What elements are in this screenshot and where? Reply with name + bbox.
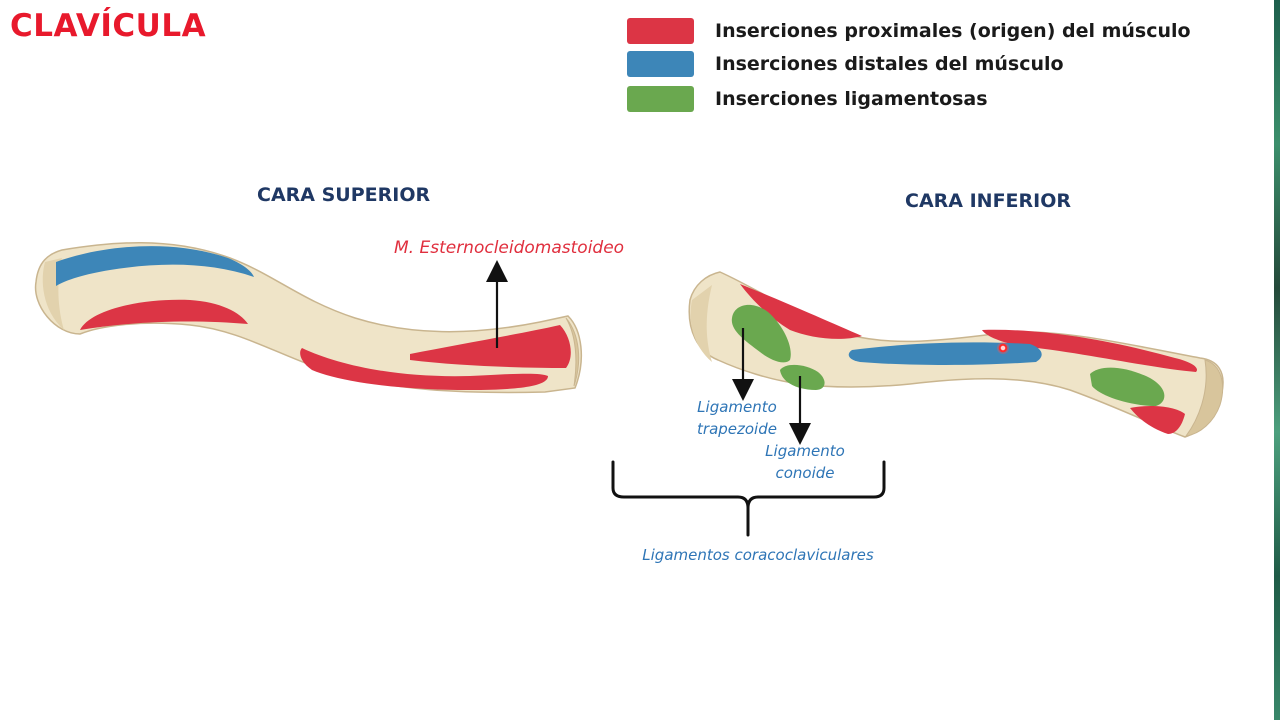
inferior-distal-insertion — [848, 342, 1042, 365]
inferior-proximal-insertion-1 — [740, 284, 862, 339]
pointer-cursor — [997, 342, 1009, 354]
superior-view-heading: CARA SUPERIOR — [257, 184, 431, 206]
trapezoid-label-line-2: trapezoide — [697, 420, 777, 438]
background-edge-strip — [1274, 0, 1280, 720]
clavicle-superior — [34, 242, 582, 394]
legend-item-proximal: Inserciones proximales (origen) del músc… — [627, 18, 1191, 44]
sternocleidomastoid-label: M. Esternocleidomastoideo — [394, 238, 625, 258]
clavicle-superior-acromial-facet — [565, 317, 580, 387]
legend-label-distal: Inserciones distales del músculo — [715, 53, 1064, 75]
legend-swatch-proximal — [627, 18, 694, 44]
legend-item-distal: Inserciones distales del músculo — [627, 51, 1064, 77]
legend-swatch-ligament — [627, 86, 694, 112]
inferior-proximal-insertion-3 — [1130, 406, 1185, 434]
trapezoid-label-line-1: Ligamento — [697, 398, 777, 416]
conoid-ligament-label: Ligamento conoide — [756, 440, 854, 484]
legend-item-ligament: Inserciones ligamentosas — [627, 86, 988, 112]
coracoclavicular-ligaments-label: Ligamentos coracoclaviculares — [642, 546, 874, 564]
trapezoid-ligament-label: Ligamento trapezoide — [688, 396, 786, 440]
trapezoid-ligament-insertion — [731, 304, 791, 363]
clavicle-inferior-acromial-facet — [1184, 359, 1224, 437]
legend-label-proximal: Inserciones proximales (origen) del músc… — [715, 20, 1191, 42]
conoid-label-line-2: conoide — [775, 464, 835, 482]
superior-distal-insertion — [56, 246, 254, 286]
acromial-ligament-insertion — [1090, 367, 1165, 406]
superior-proximal-insertion-2 — [300, 348, 548, 390]
conoid-label-line-1: Ligamento — [765, 442, 845, 460]
legend-swatch-distal — [627, 51, 694, 77]
legend-label-ligament: Inserciones ligamentosas — [715, 88, 988, 110]
clavicle-inferior — [611, 271, 1224, 537]
superior-proximal-insertion-sternocleidomastoid — [410, 325, 571, 368]
inferior-view-heading: CARA INFERIOR — [905, 190, 1072, 212]
coracoclavicular-bracket — [611, 460, 886, 537]
clavicle-inferior-sternal-facet — [690, 285, 712, 362]
superior-proximal-insertion-1 — [80, 299, 248, 330]
conoid-ligament-insertion — [780, 364, 825, 390]
slide-title: CLAVÍCULA — [10, 8, 207, 44]
inferior-proximal-insertion-2 — [982, 329, 1198, 372]
